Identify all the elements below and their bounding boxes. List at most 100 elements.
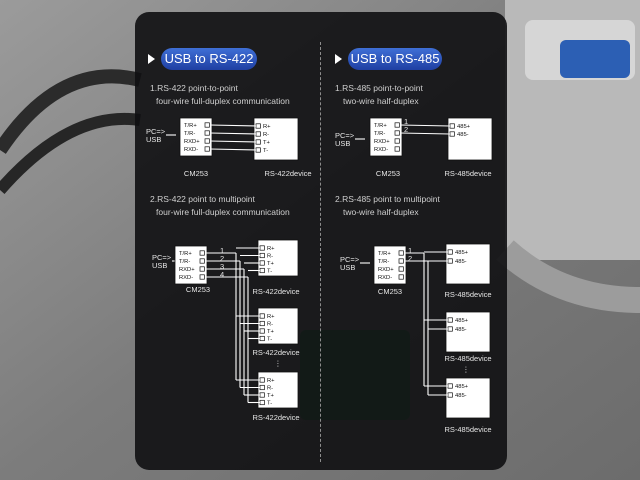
pin-label: T- xyxy=(267,337,272,343)
rs422-multi-title: 2.RS-422 point to multipoint xyxy=(150,194,255,204)
terminal-screw-icon xyxy=(255,147,261,153)
rs485-p2p-title: 1.RS-485 point-to-point xyxy=(335,83,423,93)
pin-label: T- xyxy=(267,269,272,275)
pin-number-label: 2 xyxy=(220,254,224,263)
terminal-screw-icon xyxy=(447,326,453,332)
pc-usb-label: PC=> xyxy=(335,131,355,140)
rs485device-label: RS-485device xyxy=(444,290,491,299)
terminal-screw-icon xyxy=(259,313,265,319)
wire xyxy=(209,148,257,151)
pin-label: 485+ xyxy=(455,318,469,324)
terminal-screw-icon xyxy=(204,146,210,152)
pc-usb-label: PC=> xyxy=(340,255,360,264)
pc-usb-label: USB xyxy=(152,261,167,270)
terminal-screw-icon xyxy=(398,250,404,256)
rs485device-label: RS-485device xyxy=(444,354,491,363)
wire xyxy=(399,124,451,127)
rs422device-label: RS-422device xyxy=(264,169,311,178)
pin-label: T/R+ xyxy=(179,251,192,257)
pin-label: T/R- xyxy=(378,259,389,265)
pin-label: T+ xyxy=(267,261,275,267)
pin-number-label: 3 xyxy=(220,262,224,271)
usb-rs485-header: USB to RS-485 xyxy=(348,48,442,70)
pin-label: T- xyxy=(263,148,268,154)
terminal-screw-icon xyxy=(398,274,404,280)
pin-label: RXD+ xyxy=(374,139,390,145)
terminal-screw-icon xyxy=(259,320,265,327)
pin-label: T/R+ xyxy=(374,123,387,129)
play-triangle-icon xyxy=(335,54,342,64)
pin-label: 485- xyxy=(455,327,467,333)
pin-label: 485- xyxy=(455,259,467,265)
pin-label: R- xyxy=(267,322,273,328)
pin-label: T/R+ xyxy=(378,251,391,257)
rs485-device xyxy=(447,117,493,161)
terminal-screw-icon xyxy=(199,266,205,272)
pin-label: R+ xyxy=(263,124,271,130)
terminal-screw-icon xyxy=(449,131,455,137)
cm253-label: CM253 xyxy=(376,169,400,178)
wire xyxy=(399,132,451,135)
pin-label: RXD+ xyxy=(184,139,200,145)
terminal-screw-icon xyxy=(394,130,400,136)
wire xyxy=(209,132,257,135)
terminal-screw-icon xyxy=(394,146,400,152)
rs485-device xyxy=(445,243,491,285)
rs485device-label: RS-485device xyxy=(444,169,491,178)
pin-label: RXD- xyxy=(184,147,198,153)
rs485-device xyxy=(445,377,491,419)
terminal-screw-icon xyxy=(259,245,265,251)
pin-label: T- xyxy=(267,401,272,407)
pin-label: RXD+ xyxy=(179,267,195,273)
info-panel xyxy=(135,12,507,470)
pc-usb-label: USB xyxy=(340,263,355,272)
pin-label: T/R- xyxy=(184,131,195,137)
pin-label: T+ xyxy=(267,393,275,399)
pin-label: R- xyxy=(263,132,269,138)
rs485device-label: RS-485device xyxy=(444,425,491,434)
terminal-screw-icon xyxy=(255,123,261,129)
pin-label: RXD- xyxy=(378,275,392,281)
pin-number-label: 2 xyxy=(408,254,412,263)
rs422-multi-subtitle: four-wire full-duplex communication xyxy=(156,207,290,217)
terminal-screw-icon xyxy=(199,258,205,264)
wire xyxy=(209,140,257,143)
rs422device-label: RS-422device xyxy=(252,348,299,357)
cm253-label: CM253 xyxy=(186,285,210,294)
pin-label: 485- xyxy=(457,132,469,138)
pin-label: R+ xyxy=(267,314,275,320)
terminal-screw-icon xyxy=(398,266,404,272)
pin-label: R+ xyxy=(267,246,275,252)
rs422device-label: RS-422device xyxy=(252,413,299,422)
play-triangle-icon xyxy=(148,54,155,64)
terminal-screw-icon xyxy=(204,138,210,144)
terminal-screw-icon xyxy=(259,267,265,274)
pin-label: 485+ xyxy=(455,250,469,256)
pin-label: T/R- xyxy=(179,259,190,265)
terminal-screw-icon xyxy=(259,260,265,266)
pc-usb-label: USB xyxy=(146,135,161,144)
terminal-screw-icon xyxy=(447,258,453,264)
pin-label: RXD- xyxy=(179,275,193,281)
pc-usb-label: USB xyxy=(335,139,350,148)
wire xyxy=(209,124,257,127)
terminal-screw-icon xyxy=(259,392,265,398)
rs422device-label: RS-422device xyxy=(252,287,299,296)
usb-rs422-header: USB to RS-422 xyxy=(161,48,257,70)
ellipsis-label: ⋮ xyxy=(274,359,282,368)
cm253-label: CM253 xyxy=(378,287,402,296)
terminal-screw-icon xyxy=(255,139,261,145)
pin-label: 485+ xyxy=(457,124,471,130)
pin-number-label: 1 xyxy=(404,117,408,126)
terminal-screw-icon xyxy=(447,392,453,398)
pin-label: RXD+ xyxy=(378,267,394,273)
pin-number-label: 2 xyxy=(404,125,408,134)
pc-usb-label: PC=> xyxy=(146,127,166,136)
pin-number-label: 4 xyxy=(220,270,224,279)
rs422-device xyxy=(253,117,299,161)
terminal-screw-icon xyxy=(259,252,265,259)
pin-label: 485- xyxy=(455,393,467,399)
pin-label: T/R- xyxy=(374,131,385,137)
pin-label: T+ xyxy=(263,140,271,146)
